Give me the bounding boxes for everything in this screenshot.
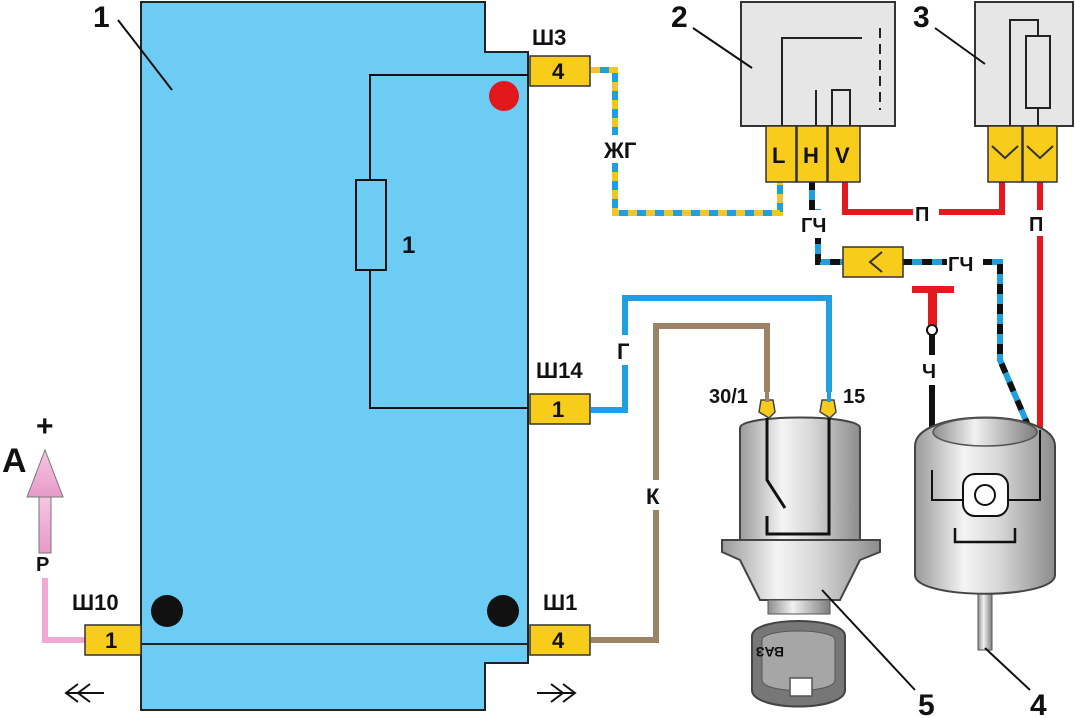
svg-text:Г: Г [617,339,630,364]
svg-text:4: 4 [552,59,565,84]
wire-k [591,323,770,643]
relay-pin-v: V [835,143,850,168]
relay-pin-l: L [772,143,785,168]
connector-sh10: 1 Ш10 [72,590,142,656]
relay: L H V [740,1,896,183]
ignition-switch: ВАЗ [721,392,881,708]
inline-connector [842,246,904,278]
svg-text:1: 1 [93,1,110,34]
svg-text:4: 4 [1030,689,1047,718]
svg-text:2: 2 [671,1,688,34]
connector-sh14-label: Ш14 [536,358,583,383]
svg-text:ГЧ: ГЧ [801,215,826,237]
key-brand-text: ВАЗ [755,644,784,660]
svg-text:П: П [1029,214,1043,236]
connector-sh1-label: Ш1 [543,590,577,615]
svg-text:ГЧ: ГЧ [948,254,973,276]
callout-block: 1 [93,1,173,91]
callout-motor: 4 [984,647,1047,718]
power-sign: + [36,410,54,443]
plug-symbol-right [537,683,577,703]
connector-sh3-label: Ш3 [532,25,566,50]
svg-text:П: П [915,204,929,226]
callout-switch: 5 [821,589,935,718]
svg-text:К: К [646,484,660,509]
resistor [974,1,1074,183]
fuse-symbol [355,179,387,271]
svg-text:5: 5 [918,689,935,718]
svg-text:1: 1 [552,397,564,422]
terminal-30-1: 30/1 [709,386,748,408]
terminal-15: 15 [843,386,865,408]
mounting-hole-right [487,595,519,627]
plug-symbol-left [64,683,104,703]
svg-text:1: 1 [105,628,117,653]
connector-sh1: 4 Ш1 [529,590,591,656]
mounting-block: 1 [140,1,529,711]
svg-text:Ч: Ч [922,361,936,383]
motor [914,416,1056,651]
relay-pin-h: H [803,143,819,168]
connector-sh3: 4 Ш3 [529,25,591,87]
connector-sh10-label: Ш10 [72,590,119,615]
wire-g [591,295,832,413]
red-indicator-dot [489,81,519,111]
power-label: А [2,442,27,480]
wire-labels: ЖГ Г К ГЧ ГЧ П П Ч Р [33,135,1054,578]
wire-zhg [591,67,783,216]
callout-resistor: 3 [913,1,986,65]
power-arrow: А + [2,410,64,554]
svg-text:Р: Р [36,554,49,576]
svg-text:ЖГ: ЖГ [603,138,637,163]
connector-sh14: 1 Ш14 [529,358,591,425]
svg-text:4: 4 [552,628,565,653]
switch-terminal-labels: 30/1 15 [709,386,865,408]
callout-relay: 2 [671,1,753,69]
svg-text:3: 3 [913,1,930,34]
mounting-hole-left [151,595,183,627]
fuse-label: 1 [402,232,415,259]
